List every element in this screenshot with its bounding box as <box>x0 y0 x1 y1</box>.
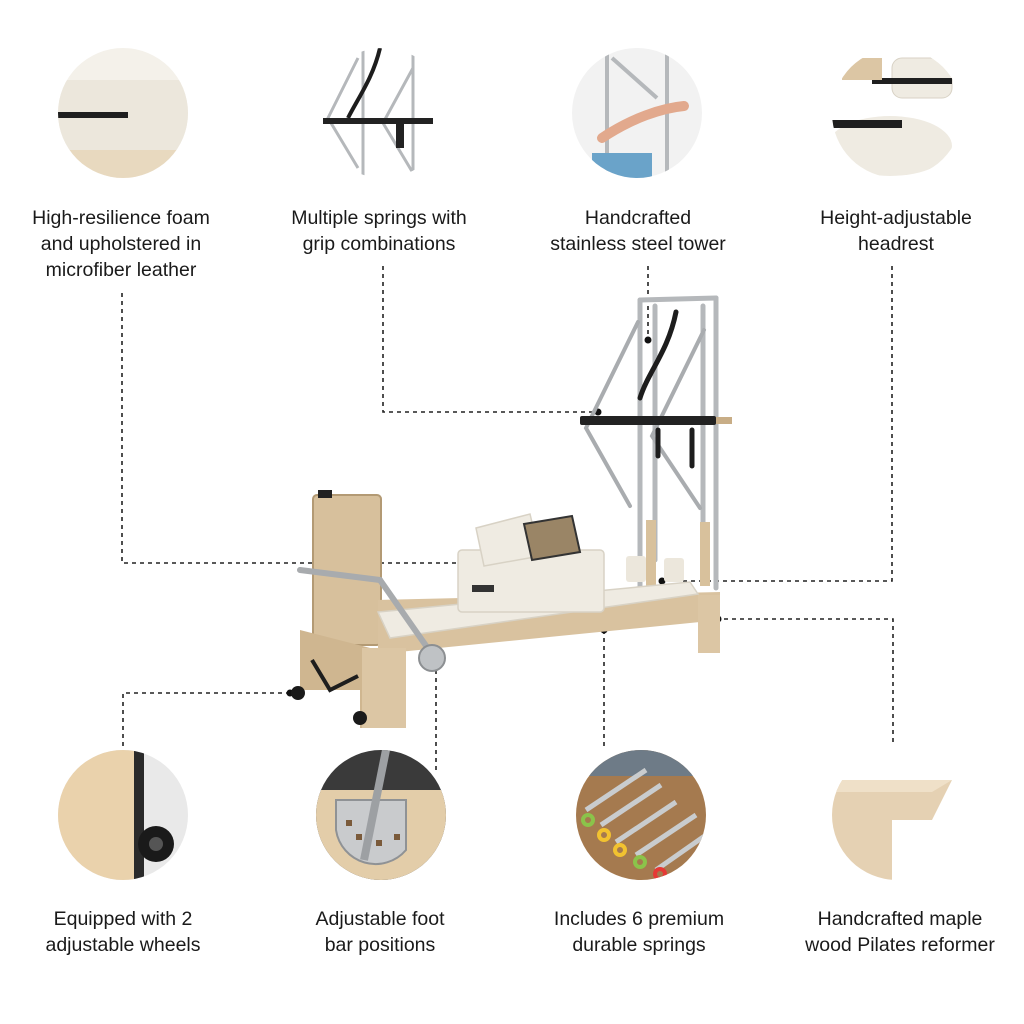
headrest-closeup-icon <box>832 48 962 178</box>
tower-springs-closeup-icon <box>318 48 448 178</box>
maple-wood-closeup-icon <box>832 750 962 880</box>
springs-closeup-icon <box>576 750 706 880</box>
wheel-closeup-icon <box>58 750 188 880</box>
footbar-bracket-closeup-icon <box>316 750 446 880</box>
upholstery-closeup-icon <box>58 48 188 178</box>
tower-exercise-closeup-icon <box>572 48 702 178</box>
